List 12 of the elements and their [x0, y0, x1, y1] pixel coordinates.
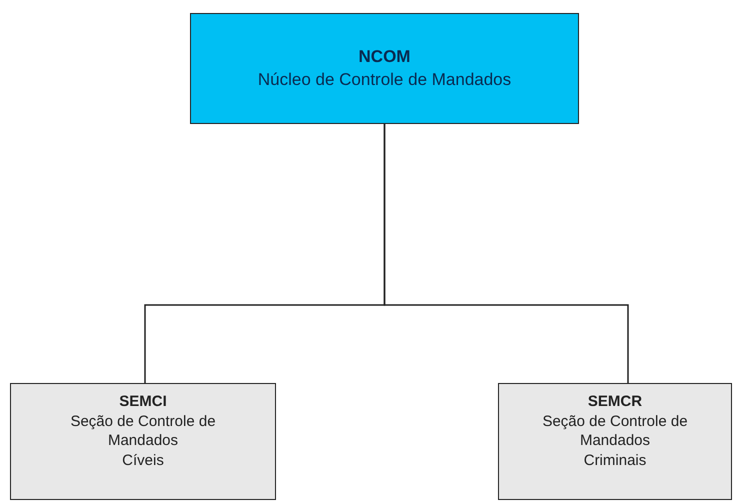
org-unit-box — [498, 383, 732, 500]
unit-name: Seção de Controle de Mandados — [69, 412, 217, 450]
unit-acronym: NCOM — [358, 46, 410, 68]
unit-name: Criminais — [584, 450, 646, 470]
unit-acronym: SEMCR — [588, 392, 642, 412]
unit-name: Cíveis — [122, 450, 164, 470]
unit-name: Seção de Controle de Mandados — [541, 412, 689, 450]
org-unit-box — [190, 13, 579, 124]
unit-acronym: SEMCI — [119, 392, 167, 412]
org-unit-box — [10, 383, 276, 500]
unit-name: Núcleo de Controle de Mandados — [258, 68, 512, 90]
connector-line — [384, 124, 629, 383]
